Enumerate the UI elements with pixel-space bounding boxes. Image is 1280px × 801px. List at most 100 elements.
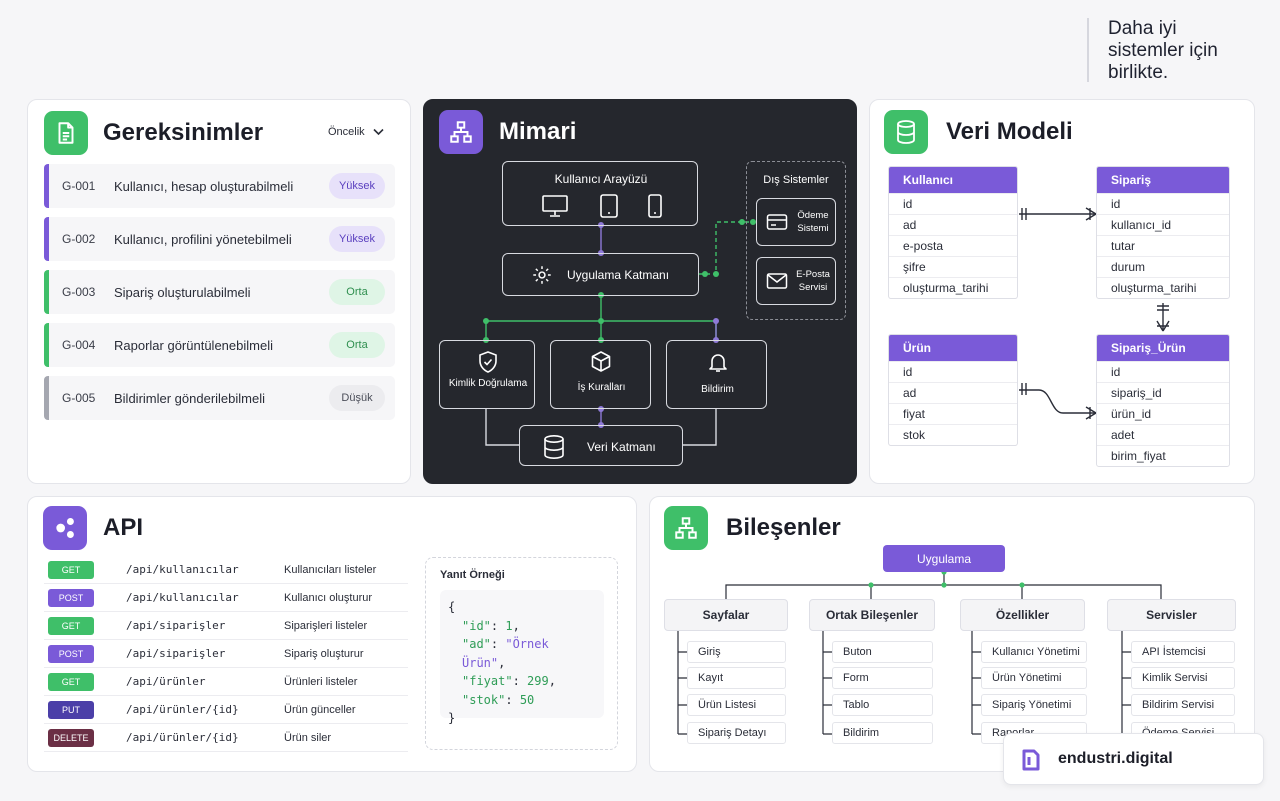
http-method-badge: DELETE bbox=[48, 728, 94, 747]
json-key: "ad" bbox=[462, 637, 491, 651]
json-key: "fiyat" bbox=[462, 674, 513, 688]
business-rules-box: İş Kuralları bbox=[550, 340, 651, 409]
er-field: stok bbox=[889, 424, 1017, 445]
architecture-card bbox=[423, 99, 857, 484]
er-table-name: Sipariş bbox=[1097, 167, 1229, 193]
data-model-title: Veri Modeli bbox=[946, 118, 1073, 145]
http-method-badge: POST bbox=[48, 588, 94, 607]
endpoint-description: Kullanıcıları listeler bbox=[284, 563, 377, 576]
requirement-id: G-005 bbox=[62, 391, 96, 405]
json-colon: : bbox=[512, 674, 528, 688]
auth-module-box: Kimlik Doğrulama bbox=[439, 340, 535, 409]
requirement-id: G-004 bbox=[62, 338, 96, 352]
endpoint-path: /api/ürünler/{id} bbox=[126, 731, 239, 744]
er-field: ürün_id bbox=[1097, 403, 1229, 424]
er-table-name: Kullanıcı bbox=[889, 167, 1017, 193]
json-value: "Örnek Ürün" bbox=[462, 637, 549, 670]
architecture-title: Mimari bbox=[499, 118, 577, 145]
http-method-badge: PUT bbox=[48, 700, 94, 719]
business-rules-label: İş Kuralları bbox=[577, 382, 626, 393]
requirement-id: G-001 bbox=[62, 179, 96, 193]
er-field: kullanıcı_id bbox=[1097, 214, 1229, 235]
json-line: "id": 1, bbox=[448, 617, 596, 636]
component-item: Ürün Listesi bbox=[687, 694, 786, 716]
component-item: Sipariş Yönetimi bbox=[981, 694, 1087, 716]
brand-badge[interactable]: endustri.digital bbox=[1003, 733, 1264, 785]
priority-filter-label: Öncelik bbox=[328, 126, 365, 138]
endpoint-description: Ürün günceller bbox=[284, 703, 356, 716]
priority-indicator-bar bbox=[44, 376, 49, 420]
endpoint-path: /api/siparişler bbox=[126, 647, 226, 660]
api-endpoint-row[interactable]: DELETE/api/ürünler/{id}Ürün siler bbox=[44, 724, 408, 752]
credit-card-icon bbox=[766, 214, 788, 230]
json-comma: , bbox=[548, 674, 556, 688]
json-comma: , bbox=[498, 655, 506, 670]
app-layer-box: Uygulama Katmanı bbox=[502, 253, 699, 296]
er-field: id bbox=[1097, 193, 1229, 214]
tablet-icon bbox=[600, 194, 618, 218]
bell-icon bbox=[709, 354, 727, 372]
ui-layer-label: Kullanıcı Arayüzü bbox=[554, 172, 648, 186]
er-field: tutar bbox=[1097, 235, 1229, 256]
er-field: adet bbox=[1097, 424, 1229, 445]
er-field: şifre bbox=[889, 256, 1017, 277]
component-item: Giriş bbox=[687, 641, 786, 663]
er-field: oluşturma_tarihi bbox=[1097, 277, 1229, 298]
data-layer-box: Veri Katmanı bbox=[519, 425, 683, 466]
components-title: Bileşenler bbox=[726, 514, 841, 541]
requirement-text: Kullanıcı, profilini yönetebilmeli bbox=[114, 231, 292, 247]
response-example-title: Yanıt Örneği bbox=[440, 569, 505, 581]
component-item: Tablo bbox=[832, 694, 933, 716]
endpoint-path: /api/ürünler/{id} bbox=[126, 703, 239, 716]
priority-filter-dropdown[interactable]: Öncelik bbox=[328, 126, 384, 138]
endpoint-path: /api/kullanıcılar bbox=[126, 563, 239, 576]
er-table-name: Ürün bbox=[889, 335, 1017, 361]
chevron-down-icon bbox=[373, 128, 384, 136]
er-field: fiyat bbox=[889, 403, 1017, 424]
cube-icon bbox=[591, 351, 611, 372]
json-colon: : bbox=[505, 692, 520, 707]
api-endpoint-row[interactable]: PUT/api/ürünler/{id} Ürün günceller bbox=[44, 696, 408, 724]
document-icon bbox=[44, 111, 88, 155]
priority-indicator-bar bbox=[44, 217, 49, 261]
json-colon: : bbox=[490, 618, 506, 633]
er-field: birim_fiyat bbox=[1097, 445, 1229, 466]
component-group: Ortak Bileşenler bbox=[809, 599, 935, 631]
er-field: sipariş_id bbox=[1097, 382, 1229, 403]
json-value: 50 bbox=[519, 692, 535, 707]
json-line: "fiyat": 299, bbox=[448, 672, 596, 691]
component-item: API İstemcisi bbox=[1131, 641, 1235, 663]
email-service-label: E-Posta Servisi bbox=[796, 269, 830, 293]
response-example-panel: Yanıt Örneği bbox=[425, 557, 618, 750]
component-item: Bildirim Servisi bbox=[1131, 694, 1235, 716]
component-group: Özellikler bbox=[960, 599, 1085, 631]
component-item: Buton bbox=[832, 641, 933, 663]
component-item: Kayıt bbox=[687, 667, 786, 689]
er-field: id bbox=[1097, 361, 1229, 382]
endpoint-path: /api/kullanıcılar bbox=[126, 591, 239, 604]
priority-badge: Orta bbox=[329, 332, 385, 358]
database-icon bbox=[884, 110, 928, 154]
json-key: "id" bbox=[462, 618, 491, 633]
json-value: 1 bbox=[505, 618, 513, 633]
endpoint-description: Ürünleri listeler bbox=[284, 675, 358, 688]
tagline-line: birlikte. bbox=[1108, 62, 1169, 83]
priority-badge: Düşük bbox=[329, 385, 385, 411]
email-service-box: E-Posta Servisi bbox=[756, 257, 836, 305]
er-field: ad bbox=[889, 214, 1017, 235]
json-brace-open: { bbox=[448, 600, 456, 614]
